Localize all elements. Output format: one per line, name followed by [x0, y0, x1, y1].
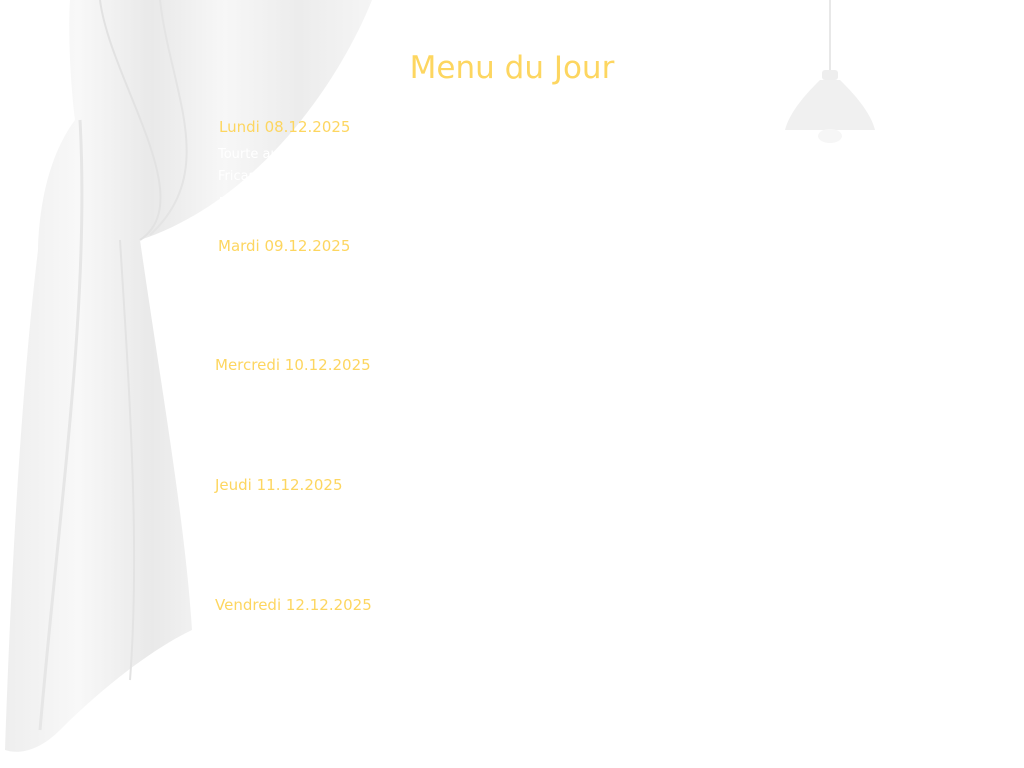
page-title: Menu du Jour — [409, 50, 615, 86]
pendant-lamp-image — [785, 0, 875, 143]
day-heading-friday: Vendredi 12.12.2025 — [215, 596, 372, 614]
curtain-image — [5, 0, 372, 752]
day-heading-monday: Lundi 08.12.2025 — [219, 118, 351, 136]
divider — [220, 197, 256, 199]
dish-item: Fricas — [218, 169, 256, 184]
day-heading-thursday: Jeudi 11.12.2025 — [215, 476, 343, 494]
day-heading-wednesday: Mercredi 10.12.2025 — [215, 356, 371, 374]
dish-item: Tourte au — [218, 147, 273, 162]
day-heading-tuesday: Mardi 09.12.2025 — [218, 237, 351, 255]
